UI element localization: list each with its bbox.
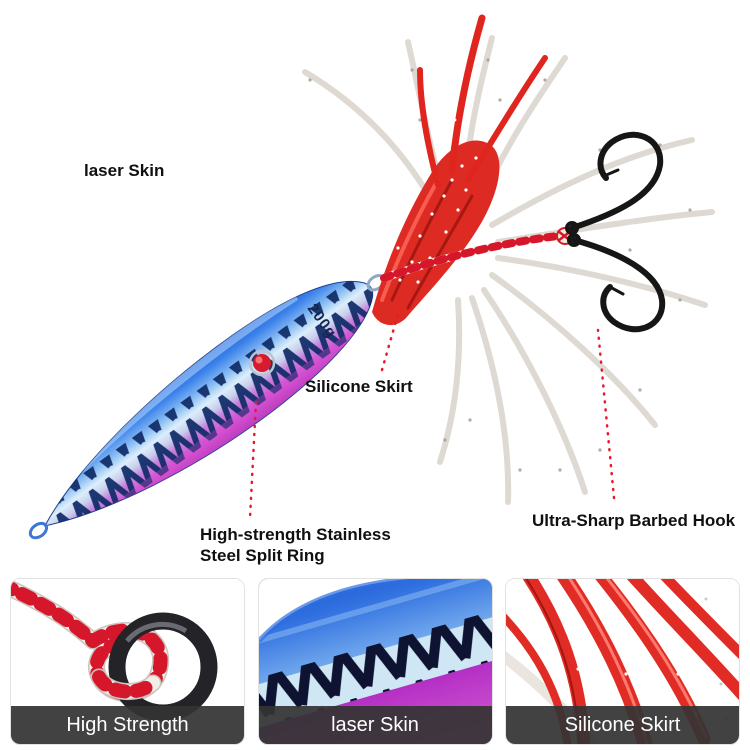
detail-card-high-strength: High Strength <box>10 578 245 745</box>
label-split-ring: High-strength Stainless Steel Split Ring <box>200 524 391 567</box>
pointer-barbed-hook <box>596 328 616 500</box>
hook-top <box>569 131 664 231</box>
caption-high-strength: High Strength <box>11 706 244 744</box>
label-split-ring-line2: Steel Split Ring <box>200 546 325 566</box>
label-silicone-skirt: Silicone Skirt <box>305 377 413 396</box>
label-barbed-hook: Ultra-Sharp Barbed Hook <box>532 511 736 530</box>
detail-gallery: High Strength <box>0 578 750 745</box>
silicone-skirt-body <box>372 14 548 326</box>
glitter-speckles <box>308 58 692 472</box>
tentacle-strands <box>302 35 715 505</box>
jig-body: 200g <box>28 272 396 560</box>
pointer-silicone-skirt <box>380 312 400 372</box>
detail-card-silicone-skirt: Silicone Skirt <box>505 578 740 745</box>
label-laser-skin: laser Skin <box>84 161 165 180</box>
tail-eyelet-ring <box>28 521 49 540</box>
label-split-ring-line1: High-strength Stainless <box>200 525 391 544</box>
lure-scene: 200g <box>28 14 715 560</box>
skirt-speckles <box>396 78 502 284</box>
barbed-hooks <box>565 131 666 333</box>
pointer-lines <box>248 312 616 520</box>
hook-bottom <box>571 237 666 333</box>
assist-cord <box>380 232 562 282</box>
caption-silicone-skirt: Silicone Skirt <box>506 706 739 744</box>
detail-card-laser-skin: laser Skin <box>257 578 493 745</box>
pointer-split-ring <box>248 400 258 520</box>
split-ring <box>248 349 276 377</box>
caption-laser-skin: laser Skin <box>258 706 492 744</box>
